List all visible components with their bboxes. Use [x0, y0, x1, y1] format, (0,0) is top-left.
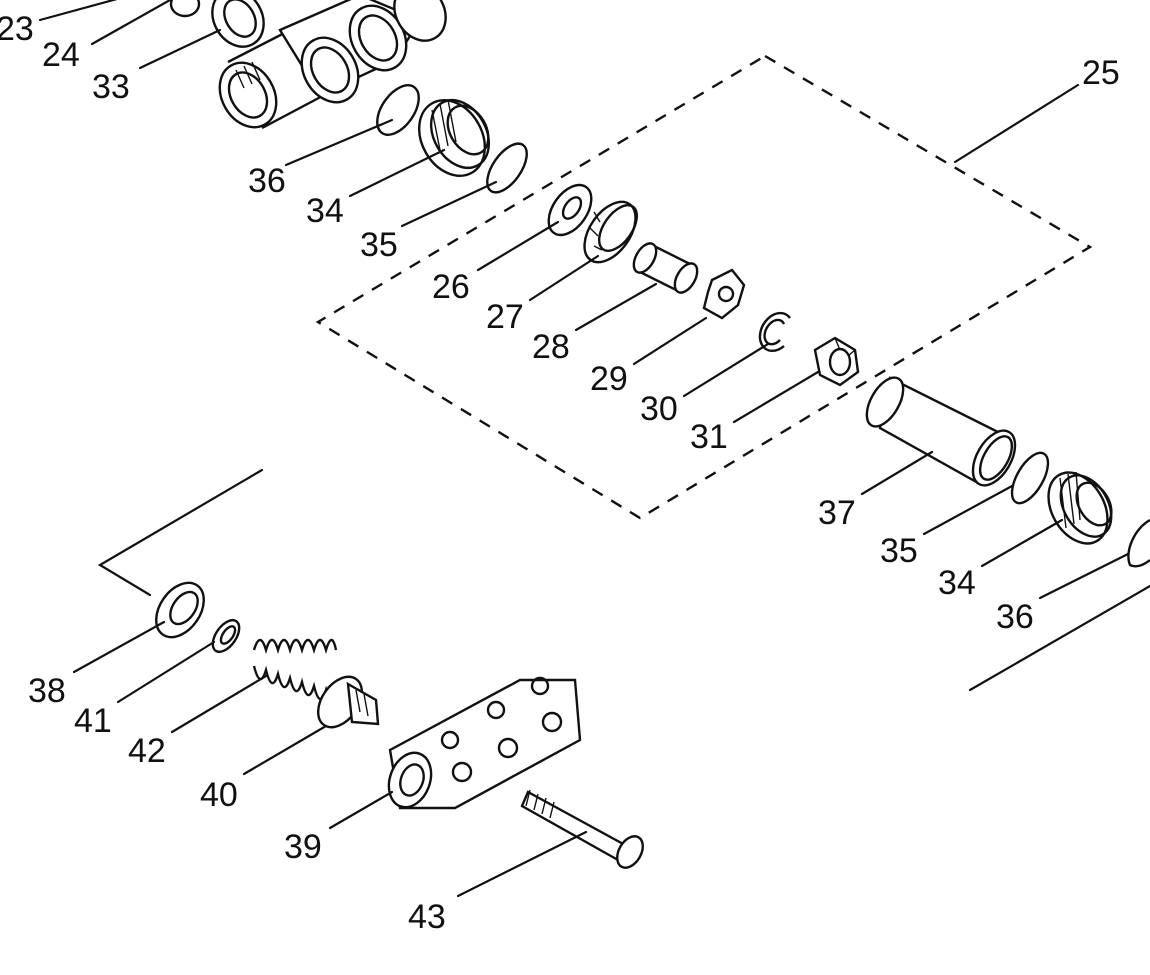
washer-26: [547, 183, 593, 237]
cylinder-37: [865, 376, 1017, 487]
label-24: 24: [42, 36, 80, 74]
label-41: 41: [74, 702, 112, 740]
leader-lines: [38, 0, 1150, 898]
manifold-39: [387, 676, 582, 810]
label-36-lower: 36: [996, 598, 1034, 636]
label-30: 30: [640, 390, 678, 428]
retainer-29: [702, 268, 746, 320]
label-34-upper: 34: [306, 192, 344, 230]
o-ring-35-lower: [1010, 451, 1050, 505]
label-40: 40: [200, 776, 238, 814]
label-26: 26: [432, 268, 470, 306]
bolt-43: [520, 789, 644, 869]
label-38: 38: [28, 672, 66, 710]
label-27: 27: [486, 298, 524, 336]
label-39: 39: [284, 828, 322, 866]
o-ring-36-lower: [1127, 518, 1150, 568]
label-43: 43: [408, 898, 446, 936]
label-35-upper: 35: [360, 226, 398, 264]
nut-31: [813, 336, 860, 387]
label-42: 42: [128, 732, 166, 770]
label-31: 31: [690, 418, 728, 456]
plug-34-lower: [1047, 471, 1113, 545]
pump-head-assembly: [169, 0, 447, 130]
label-23: 23: [0, 10, 34, 48]
label-25: 25: [1082, 54, 1120, 92]
label-28: 28: [532, 328, 570, 366]
plug-34-upper: [418, 99, 491, 177]
valve-40: [316, 675, 380, 729]
label-35-lower: 35: [880, 532, 918, 570]
o-ring-36-upper: [376, 84, 420, 136]
sleeve-28: [632, 242, 699, 294]
label-36-upper: 36: [248, 162, 286, 200]
label-37: 37: [818, 494, 856, 532]
clip-30: [758, 311, 791, 353]
ring-41: [211, 618, 241, 654]
label-34-lower: 34: [938, 564, 976, 602]
label-33: 33: [92, 68, 130, 106]
o-ring-35-upper: [486, 142, 528, 194]
label-29: 29: [590, 360, 628, 398]
kit-25-boundary: [315, 54, 1093, 520]
cap-38: [155, 581, 205, 639]
